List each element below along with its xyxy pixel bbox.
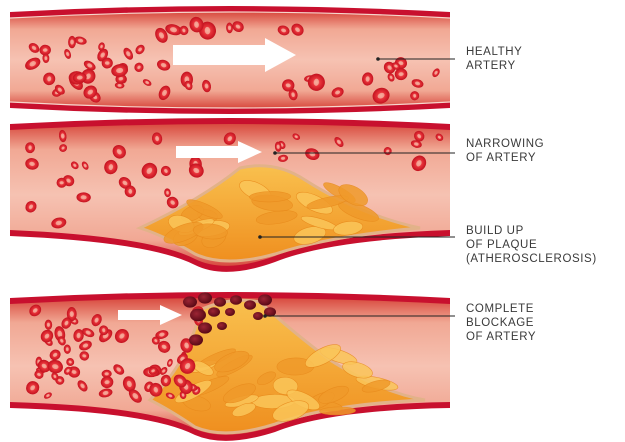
label-healthy-artery: HEALTHY ARTERY [466,45,522,73]
label-blockage-line-2: BLOCKAGE [466,316,536,330]
clot-cell [198,322,212,333]
narrowing-artery [10,118,450,272]
label-narrowing-line-1: NARROWING [466,137,544,151]
label-plaque-line-1: BUILD UP [466,224,597,238]
clot-cell [198,292,212,303]
label-blockage-line-3: OF ARTERY [466,330,536,344]
healthy-artery [10,6,450,114]
label-complete-blockage: COMPLETE BLOCKAGE OF ARTERY [466,302,536,344]
clot-cell [189,334,203,345]
clot-cell [230,295,242,305]
clot-cell [217,322,227,330]
clot-cell [225,308,235,316]
clot-cell [190,309,206,322]
label-healthy-line-2: ARTERY [466,59,522,73]
clot-cell [244,300,256,310]
label-plaque-line-2: OF PLAQUE [466,238,597,252]
clot-cell [183,296,197,307]
label-plaque-line-3: (ATHEROSCLEROSIS) [466,252,597,266]
blocked-artery [10,292,450,441]
clot-cell [208,307,220,317]
label-build-up-of-plaque: BUILD UP OF PLAQUE (ATHEROSCLEROSIS) [466,224,597,266]
label-narrowing-line-2: OF ARTERY [466,151,544,165]
label-blockage-line-1: COMPLETE [466,302,536,316]
clot-cell [214,297,226,307]
label-narrowing-of-artery: NARROWING OF ARTERY [466,137,544,165]
clot-cell [258,294,272,305]
clot-cell [253,312,263,320]
label-healthy-line-1: HEALTHY [466,45,522,59]
